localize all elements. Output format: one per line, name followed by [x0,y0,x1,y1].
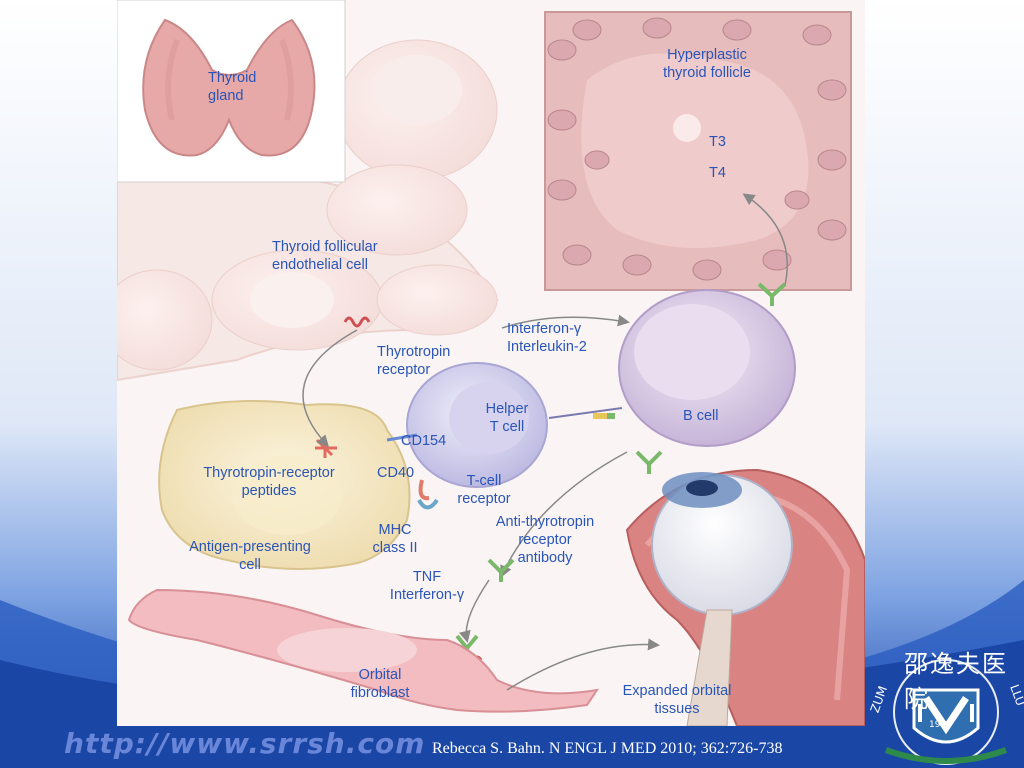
follicle-inset [544,11,852,306]
label-tnf-interferon: TNF Interferon-γ [389,569,465,603]
label-thyroid-gland: Thyroid gland [208,70,257,104]
b-cell [501,289,796,447]
label-t3: T3 [709,134,726,150]
thyrotropin-receptor-glyph [343,316,371,328]
label-follicular-cell: Thyroid follicular endothelial cell [272,239,378,273]
citation: Rebecca S. Bahn. N ENGL J MED 2010; 362:… [432,740,783,757]
illustration-panel: Thyroid gland Hyperplastic thyroid folli… [117,0,865,726]
label-antibody: Anti-thyrotropin receptor antibody [495,514,595,566]
diagram-artwork [117,0,865,726]
uptake-arrow [302,329,358,448]
label-cd154: CD154 [401,433,447,449]
hospital-logo: ZUM LLU [868,659,1024,765]
antigen-presenting-cell [158,400,439,570]
eye-illustration [625,468,865,726]
label-t4: T4 [709,165,726,181]
label-t-cell-receptor: T-cell receptor [457,473,511,507]
label-thyrotropin-receptor: Thyrotropin receptor [377,344,451,378]
label-helper-t-cell: Helper T cell [485,401,529,435]
label-hyperplastic-follicle: Hyperplastic thyroid follicle [663,47,751,81]
label-apc: Antigen-presenting cell [189,539,311,573]
label-interferon-interleukin: Interferon-γ Interleukin-2 [507,321,587,355]
helper-t-cell [386,362,623,488]
website-url[interactable]: http://www.srrsh.com [64,727,426,760]
label-receptor-peptides: Thyrotropin-receptor peptides [203,465,335,499]
thyroid-gland-inset [117,0,346,183]
label-orbital-fibroblast: Orbital fibroblast [350,667,410,701]
label-mhc: MHC class II [372,522,418,556]
label-b-cell: B cell [683,408,719,424]
logo-side-left: ZUM [868,684,891,714]
logo-title: 邵逸夫医院 [904,650,1008,713]
label-expanded-tissues: Expanded orbital tissues [622,683,732,717]
orbital-fibroblast [127,588,660,713]
label-cd40: CD40 [377,465,415,481]
logo-year: 1994 [929,720,952,730]
